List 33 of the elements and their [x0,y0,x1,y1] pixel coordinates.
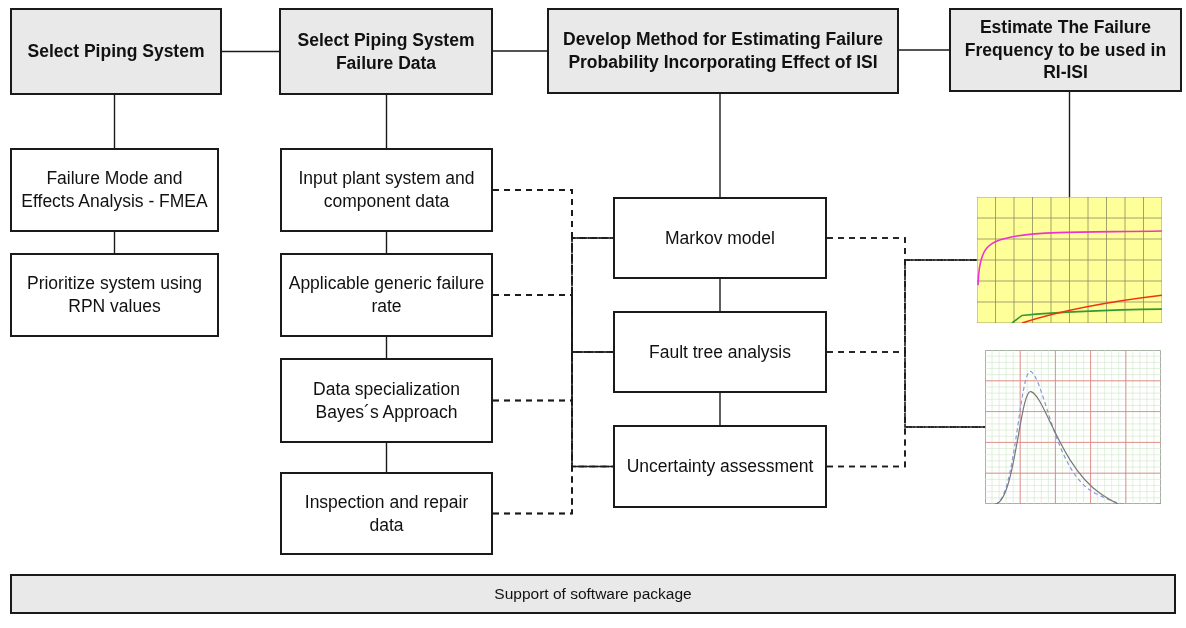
connector-line [113,94,116,149]
process-box: Markov model [613,197,827,279]
dashed-connector [826,351,986,428]
process-box: Data specialization Bayes´s Approach [280,358,493,443]
connector-line [385,231,388,254]
connector-line [385,336,388,359]
connector-line [719,392,721,426]
stage-header-box: Select Piping System [10,8,222,95]
connector-line [221,50,280,53]
process-box: Inspection and repair data [280,472,493,555]
connector-line [385,442,388,473]
process-box: Input plant system and component data [280,148,493,232]
connector-line [113,231,116,254]
process-box: Prioritize system using RPN values [10,253,219,337]
connector-line [385,94,388,149]
dashed-connector [826,237,986,428]
line-chart-drawing [977,197,1162,323]
process-box: Failure Mode and Effects Analysis - FMEA [10,148,219,232]
density-curve-drawing [985,350,1161,504]
stage-header-box: Select Piping System Failure Data [279,8,493,95]
connector-line [719,93,721,198]
stage-header-box: Develop Method for Estimating Failure Probability Incorporating Effect of ISI [547,8,899,94]
process-box: Applicable generic failure rate [280,253,493,337]
connector-line [898,49,950,51]
footer-bar: Support of software package [10,574,1176,614]
connector-line [719,278,721,312]
stage-header-box: Estimate The Failure Frequency to be used in RI-ISI [949,8,1182,92]
connector-line [492,50,548,52]
process-box: Fault tree analysis [613,311,827,393]
dashed-connector [492,465,614,515]
process-box: Uncertainty assessment [613,425,827,508]
connector-line [1068,91,1071,198]
dashed-connector [492,294,614,468]
